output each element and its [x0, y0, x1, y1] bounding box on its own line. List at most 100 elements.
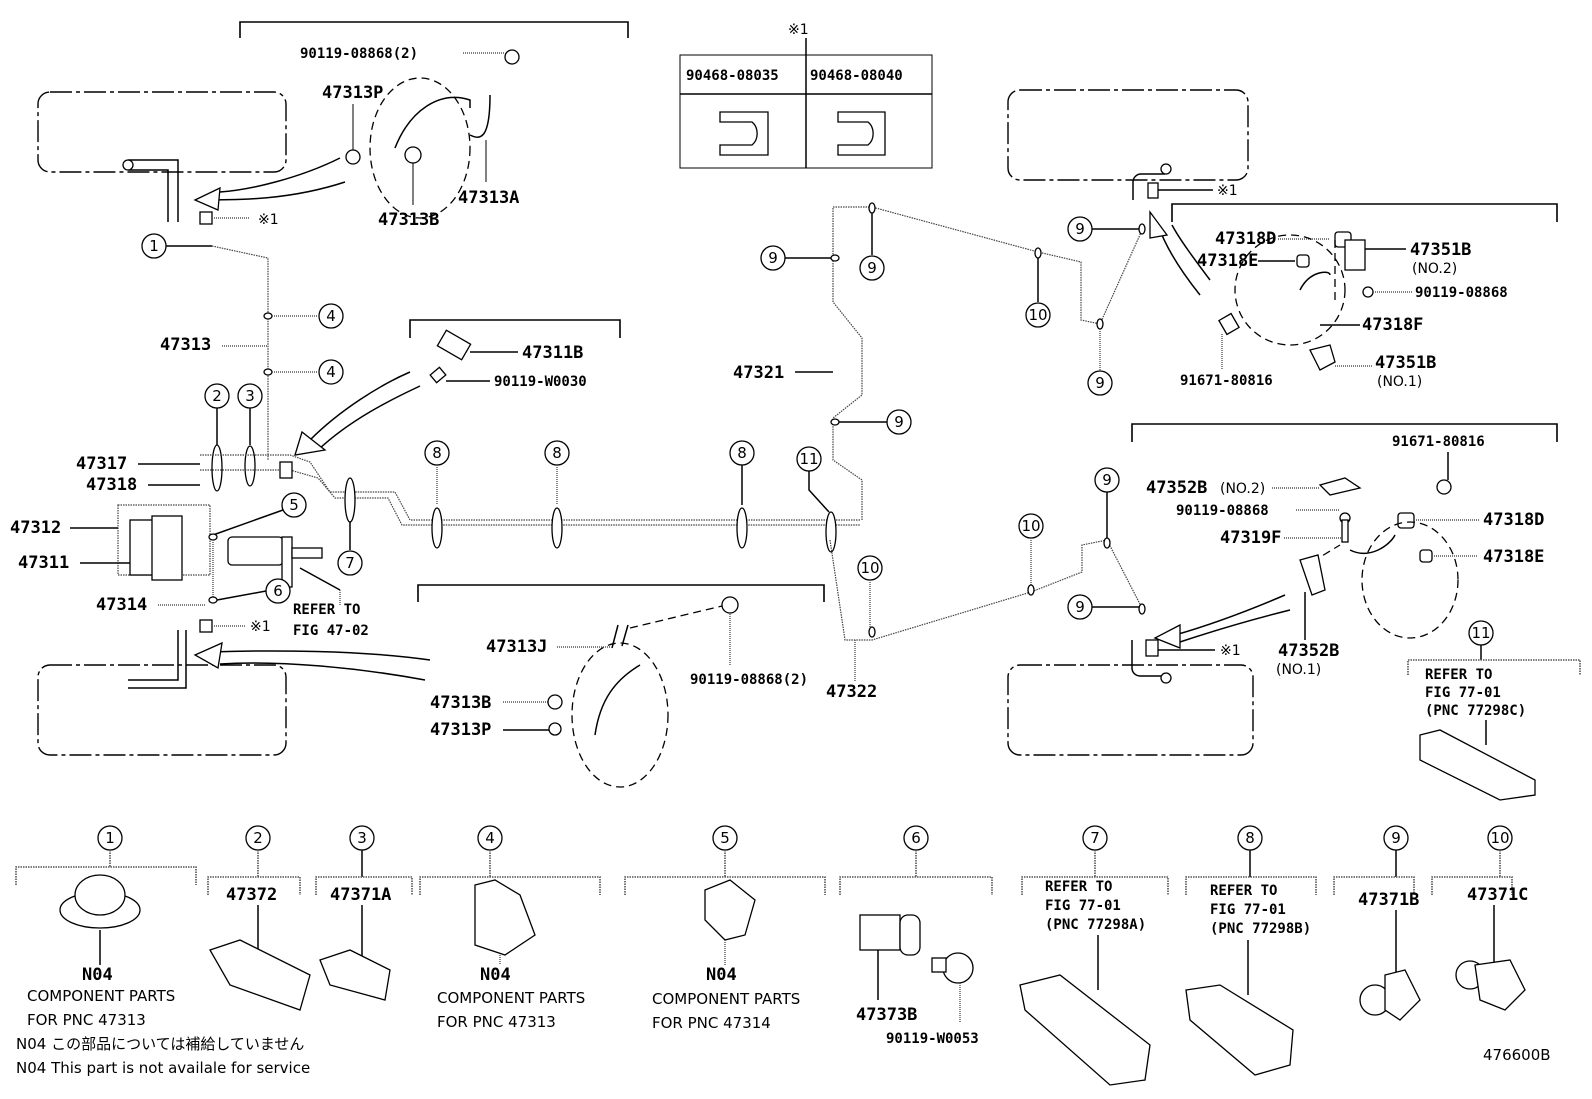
front-right-wheel-outline [1007, 89, 1249, 181]
svg-text:COMPONENT PARTS: COMPONENT PARTS [27, 987, 175, 1005]
svg-text:(PNC 77298A): (PNC 77298A) [1045, 917, 1146, 933]
part-label-47311B: 47311B [522, 343, 583, 363]
svg-text:10: 10 [1028, 306, 1047, 324]
part-label-47313J: 47313J [486, 637, 547, 657]
note-symbol-label: ※1 [250, 619, 271, 635]
sensor-icon [436, 329, 472, 361]
nut-icon [345, 149, 361, 165]
svg-text:(PNC 77298B): (PNC 77298B) [1210, 921, 1311, 937]
svg-text:5: 5 [720, 829, 730, 847]
svg-text:FOR PNC 47313: FOR PNC 47313 [27, 1011, 146, 1029]
note-symbol-label: ※1 [258, 212, 279, 228]
refer-77298C-line2: FIG 77-01 [1425, 685, 1501, 701]
legend-item-5: 5 N04 COMPONENT PARTS FOR PNC 47314 [624, 825, 826, 1032]
part-label-47314: 47314 [96, 595, 147, 615]
svg-text:10: 10 [860, 559, 879, 577]
svg-text:90119-W0053: 90119-W0053 [886, 1031, 979, 1047]
svg-text:8: 8 [737, 444, 747, 462]
part-label-47322: 47322 [826, 682, 877, 702]
rear-right-wheel-outline [1007, 664, 1254, 756]
svg-text:1: 1 [149, 237, 159, 255]
part-label-47351B-no1: 47351B [1375, 353, 1436, 373]
svg-text:11: 11 [1471, 624, 1490, 642]
part-label-47313B-top: 47313B [378, 210, 439, 230]
svg-text:47371C: 47371C [1467, 885, 1528, 905]
svg-text:10: 10 [1021, 517, 1040, 535]
svg-text:4: 4 [326, 307, 336, 325]
svg-text:N04: N04 [480, 965, 511, 985]
callout-4 [318, 303, 344, 329]
part-label-47313A: 47313A [458, 188, 519, 208]
rear-left-wheel-outline [37, 664, 287, 756]
svg-text:11: 11 [799, 450, 818, 468]
part-label-47313P-bottom: 47313P [430, 720, 491, 740]
detail-circle [1234, 234, 1346, 346]
callout-9 [1087, 370, 1113, 396]
brake-pipe-main [200, 454, 860, 521]
part-label-47352B-no1: 47352B [1278, 641, 1339, 661]
svg-text:9: 9 [1095, 374, 1105, 392]
svg-text:FIG 77-01: FIG 77-01 [1210, 902, 1286, 918]
part-label-90119-08868-2-top: 90119-08868(2) [300, 46, 418, 62]
callout-4 [318, 359, 344, 385]
svg-text:FIG 77-01: FIG 77-01 [1045, 898, 1121, 914]
svg-text:1: 1 [105, 829, 115, 847]
shim-clip-icon [199, 211, 213, 225]
svg-text:5: 5 [289, 496, 299, 514]
legend-item-3: 3 47371A [315, 825, 413, 1001]
svg-text:FOR PNC 47314: FOR PNC 47314 [652, 1014, 771, 1032]
part-label-47352B-no2-sub: (NO.2) [1220, 481, 1265, 497]
svg-text:9: 9 [1102, 471, 1112, 489]
footnote-english: N04 This part is not availale for servic… [16, 1059, 310, 1077]
legend-item-4: 4 N04 COMPONENT PARTS FOR PNC 47313 [419, 825, 601, 1031]
part-label-47313P-top: 47313P [322, 83, 383, 103]
part-label-47321: 47321 [733, 363, 784, 383]
svg-text:47372: 47372 [226, 885, 277, 905]
svg-text:2: 2 [253, 829, 263, 847]
svg-text:9: 9 [1075, 220, 1085, 238]
figure-id: 476600B [1483, 1046, 1551, 1064]
svg-text:FOR PNC 47313: FOR PNC 47313 [437, 1013, 556, 1031]
svg-text:7: 7 [1090, 829, 1100, 847]
footnote-japanese: N04 この部品については補給していません [16, 1035, 304, 1053]
svg-text:4: 4 [326, 363, 336, 381]
shim-part-90468-08040: 90468-08040 [810, 68, 903, 84]
note-symbol-label: ※1 [1217, 183, 1238, 199]
brake-pipe-47321 [832, 206, 1144, 520]
callout-7 [337, 550, 363, 576]
svg-text:3: 3 [357, 829, 367, 847]
svg-text:47371B: 47371B [1358, 890, 1419, 910]
part-label-47318E-top: 47318E [1197, 251, 1258, 271]
part-label-47313B-bottom: 47313B [430, 693, 491, 713]
svg-text:REFER TO: REFER TO [1210, 883, 1277, 899]
brake-pipe-47313 [211, 245, 269, 460]
refer-note-line1: REFER TO [293, 602, 360, 618]
shim-icon [719, 111, 769, 156]
legend-item-9: 9 47371B [1333, 825, 1421, 1021]
shim-table-symbol: ※1 [788, 22, 809, 38]
svg-text:COMPONENT PARTS: COMPONENT PARTS [652, 990, 800, 1008]
part-label-47313: 47313 [160, 335, 211, 355]
part-label-47351B-no2-sub: (NO.2) [1412, 261, 1457, 277]
clamp-77298C-icon [1419, 729, 1536, 801]
svg-text:8: 8 [552, 444, 562, 462]
detail-circle [369, 77, 471, 219]
callout-9 [859, 255, 885, 281]
callout-10 [1025, 302, 1051, 328]
legend-item-1: 1 N04 COMPONENT PARTS FOR PNC 47313 [15, 825, 197, 1029]
front-left-hose-pipe [128, 159, 179, 222]
part-label-47318E-bottom: 47318E [1483, 547, 1544, 567]
part-label-47317: 47317 [76, 454, 127, 474]
part-label-47351B-no1-sub: (NO.1) [1377, 374, 1422, 390]
part-label-47318: 47318 [86, 475, 137, 495]
svg-text:9: 9 [1075, 598, 1085, 616]
legend-item-7: 7 REFER TO FIG 77-01 (PNC 77298A) [1019, 825, 1169, 1086]
svg-text:3: 3 [245, 387, 255, 405]
refer-77298C-line3: (PNC 77298C) [1425, 703, 1526, 719]
svg-text:9: 9 [894, 413, 904, 431]
part-label-47318D-top: 47318D [1215, 229, 1276, 249]
part-label-91671-80816-top: 91671-80816 [1180, 373, 1273, 389]
legend-item-10: 10 47371C [1431, 825, 1528, 1011]
part-label-90119-08868-right: 90119-08868 [1415, 285, 1508, 301]
